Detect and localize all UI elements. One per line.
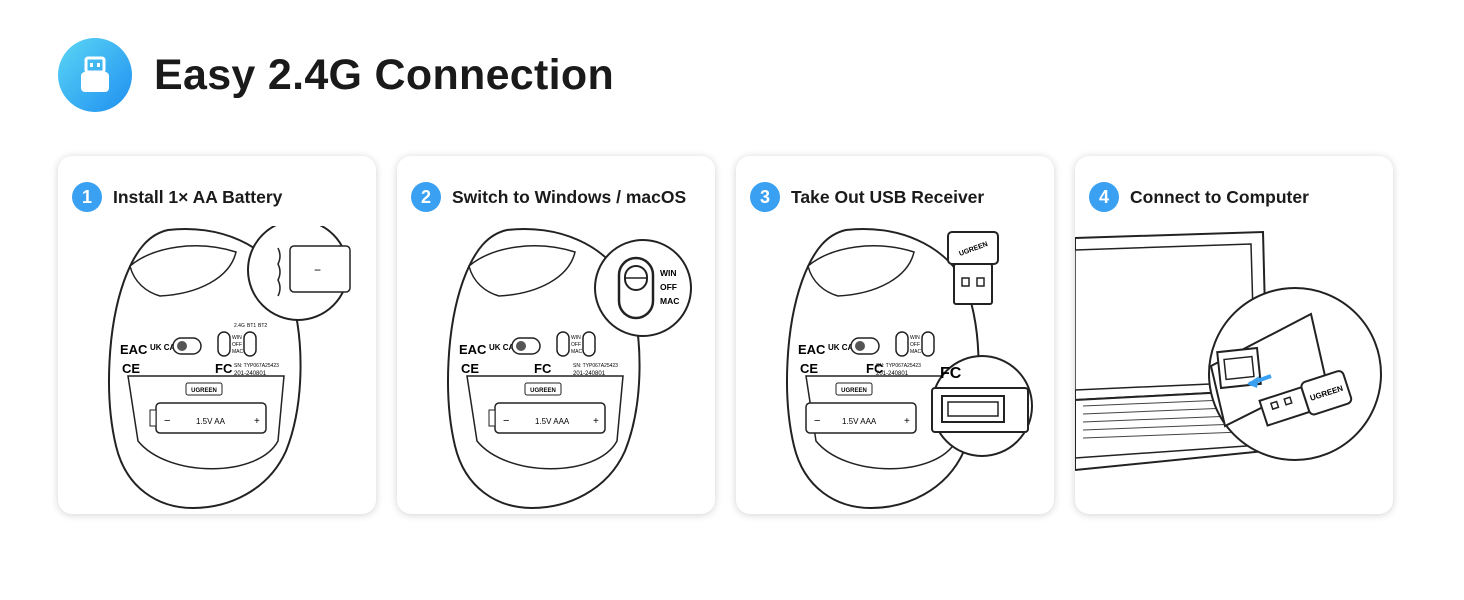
cert-mark-eac: EAC <box>120 342 148 357</box>
battery-label: 1.5V AA <box>196 417 226 426</box>
cert-mark-ce: CE <box>122 361 140 376</box>
step-label: Connect to Computer <box>1130 186 1309 207</box>
switch-label-win: WIN <box>232 335 242 341</box>
usb-receiver: UGREEN <box>1258 370 1353 427</box>
battery-plus: + <box>254 416 260 427</box>
serial-number: SN: TYP067A25423 <box>573 363 618 369</box>
switch-label-mac: MAC <box>232 349 244 355</box>
mode-label-bt2: BT2 <box>258 323 267 329</box>
os-switch <box>556 331 570 357</box>
laptop-connect-illustration: UGREEN <box>1075 230 1382 472</box>
switch-label-off: OFF <box>571 342 581 348</box>
step-heading: 2 Switch to Windows / macOS <box>411 182 686 212</box>
battery-minus: − <box>164 415 170 427</box>
brand-label: UGREEN <box>841 388 867 394</box>
serial-number: SN: TYP067A25423 <box>234 363 279 369</box>
model-code: 201-240801 <box>573 371 606 377</box>
step-label: Install 1× AA Battery <box>113 186 283 207</box>
zoom-mark: FC <box>940 365 962 382</box>
step-number-badge: 4 <box>1089 182 1119 212</box>
cert-mark-fc: FC <box>215 361 233 376</box>
battery-label: 1.5V AAA <box>535 417 570 426</box>
battery-minus: − <box>814 415 820 427</box>
step-number-badge: 3 <box>750 182 780 212</box>
step-card-2: 2 Switch to Windows / macOS EAC UK CA CE… <box>397 156 715 514</box>
switch-label-mac: MAC <box>571 349 583 355</box>
step-heading: 3 Take Out USB Receiver <box>750 182 984 212</box>
cert-mark-ce: CE <box>800 361 818 376</box>
step-card-1: 1 Install 1× AA Battery EAC UK CA CE FC … <box>58 156 376 514</box>
mode-button <box>921 331 935 357</box>
battery-label: 1.5V AAA <box>842 417 877 426</box>
cert-mark-ukca: UK CA <box>150 343 176 352</box>
cert-mark-eac: EAC <box>459 342 487 357</box>
cert-mark-ukca: UK CA <box>489 343 515 352</box>
model-code: 201-240801 <box>234 371 267 377</box>
mouse-switch-illustration: EAC UK CA CE FC WIN OFF MAC SN: TYP067A2… <box>447 228 692 510</box>
switch-label-off: OFF <box>910 342 920 348</box>
mode-label-2-4g: 2.4G <box>234 323 245 329</box>
step-label: Switch to Windows / macOS <box>452 186 687 207</box>
cert-mark-fc: FC <box>866 361 884 376</box>
switch-label-off: OFF <box>232 342 242 348</box>
page-header: Easy 2.4G Connection <box>58 38 614 112</box>
model-code: 201-240801 <box>876 371 909 377</box>
step-number-badge: 1 <box>72 182 102 212</box>
cert-mark-ukca: UK CA <box>828 343 854 352</box>
mode-label-bt1: BT1 <box>247 323 256 329</box>
zoom-label-off: OFF <box>660 282 677 292</box>
mouse-battery-illustration: EAC UK CA CE FC 2.4G BT1 BT2 WIN OFF MAC… <box>108 226 351 510</box>
mode-button <box>582 331 596 357</box>
switch-label-mac: MAC <box>910 349 922 355</box>
switch-label-win: WIN <box>571 335 581 341</box>
mouse-receiver-illustration: EAC UK CA CE FC WIN OFF MAC SN: TYP067A2… <box>786 228 1033 510</box>
step-card-4: 4 Connect to Computer <box>1075 156 1393 514</box>
os-switch <box>895 331 909 357</box>
brand-label: UGREEN <box>191 388 217 394</box>
cert-mark-fc: FC <box>534 361 552 376</box>
brand-plate <box>524 382 562 396</box>
mode-button <box>243 331 257 357</box>
page-title: Easy 2.4G Connection <box>154 50 615 99</box>
switch-label-win: WIN <box>910 335 920 341</box>
step-label: Take Out USB Receiver <box>791 186 985 207</box>
step-heading: 4 Connect to Computer <box>1089 182 1309 212</box>
cert-mark-eac: EAC <box>798 342 826 357</box>
brand-plate <box>835 382 873 396</box>
zoom-label-win: WIN <box>660 268 677 278</box>
zoom-minus: − <box>314 263 321 277</box>
battery-minus: − <box>503 415 509 427</box>
usb-receiver: UGREEN <box>947 231 999 305</box>
step-heading: 1 Install 1× AA Battery <box>72 182 282 212</box>
usb-receiver-icon <box>58 38 132 112</box>
step-card-3: 3 Take Out USB Receiver EAC UK CA CE FC … <box>736 156 1054 514</box>
battery-plus: + <box>904 416 910 427</box>
serial-number: SN: TYP067A25423 <box>876 363 921 369</box>
os-switch <box>217 331 231 357</box>
step-number-badge: 2 <box>411 182 441 212</box>
brand-plate <box>185 382 223 396</box>
brand-label: UGREEN <box>530 388 556 394</box>
cert-mark-ce: CE <box>461 361 479 376</box>
battery <box>805 402 917 434</box>
zoom-label-mac: MAC <box>660 296 679 306</box>
battery-plus: + <box>593 416 599 427</box>
